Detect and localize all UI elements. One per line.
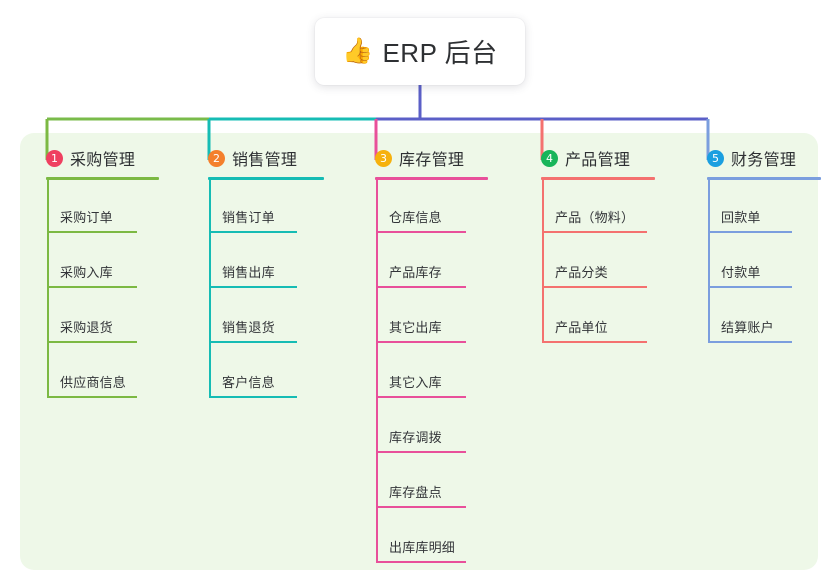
leaf-item-label: 出库库明细: [389, 540, 456, 555]
column-header-2[interactable]: 2 销售管理: [195, 146, 297, 170]
leaf-item-rule: [542, 231, 647, 233]
leaf-item-rule: [47, 341, 137, 343]
leaf-item-rule: [209, 286, 297, 288]
leaf-item-label: 供应商信息: [60, 375, 127, 390]
leaf-item-rule: [708, 286, 792, 288]
column-5: 5 财务管理回款单付款单结算账户: [694, 146, 821, 343]
column-rule-5: [707, 177, 821, 180]
leaf-item-label: 产品库存: [389, 265, 442, 280]
leaf-item-rule: [209, 396, 297, 398]
column-rule-1: [46, 177, 159, 180]
leaf-item-label: 其它入库: [389, 375, 442, 390]
leaf-item-label: 库存调拨: [389, 430, 442, 445]
column-title-1: 采购管理: [70, 152, 136, 169]
leaf-item-label: 结算账户: [721, 320, 774, 335]
leaf-item-rule: [209, 341, 297, 343]
column-title-5: 财务管理: [731, 152, 797, 169]
leaf-item-label: 产品单位: [555, 320, 608, 335]
column-badge-5: 5: [707, 149, 724, 167]
column-badge-4: 4: [541, 149, 558, 167]
column-title-2: 销售管理: [232, 152, 298, 169]
root-node[interactable]: 👍 ERP 后台: [315, 18, 525, 85]
column-header-5[interactable]: 5 财务管理: [694, 146, 796, 170]
leaf-item-label: 回款单: [721, 210, 761, 225]
column-2: 2 销售管理销售订单销售出库销售退货客户信息: [195, 146, 324, 398]
column-1: 1 采购管理采购订单采购入库采购退货供应商信息: [33, 146, 159, 398]
column-header-3[interactable]: 3 库存管理: [362, 146, 464, 170]
column-rule-2: [208, 177, 324, 180]
leaf-item-rule: [708, 231, 792, 233]
root-node-title: ERP 后台: [382, 38, 498, 68]
leaf-item-label: 销售订单: [222, 210, 275, 225]
column-badge-1: 1: [46, 149, 63, 167]
column-rule-4: [541, 177, 655, 180]
leaf-item-rule: [542, 286, 647, 288]
leaf-item-label: 其它出库: [389, 320, 442, 335]
leaf-item-label: 采购入库: [60, 265, 113, 280]
column-spine-4: [542, 177, 544, 343]
column-title-4: 产品管理: [565, 152, 631, 169]
leaf-item-rule: [376, 341, 466, 343]
leaf-item-rule: [376, 451, 466, 453]
leaf-item-rule: [376, 231, 466, 233]
leaf-item-rule: [47, 286, 137, 288]
leaf-item-label: 销售退货: [222, 320, 275, 335]
column-header-4[interactable]: 4 产品管理: [528, 146, 630, 170]
leaf-item-rule: [209, 231, 297, 233]
leaf-item-label: 付款单: [721, 265, 761, 280]
leaf-item-label: 产品分类: [555, 265, 608, 280]
root-node-content: 👍 ERP 后台: [342, 33, 497, 70]
column-title-3: 库存管理: [399, 152, 465, 169]
leaf-item-rule: [376, 286, 466, 288]
column-3: 3 库存管理仓库信息产品库存其它出库其它入库库存调拨库存盘点出库库明细: [362, 146, 488, 563]
leaf-item-rule: [376, 561, 466, 563]
content-panel: [20, 133, 818, 570]
leaf-item-rule: [542, 341, 647, 343]
leaf-item-label: 产品（物料）: [555, 210, 635, 225]
leaf-item-rule: [708, 341, 792, 343]
leaf-item-label: 仓库信息: [389, 210, 442, 225]
leaf-item-rule: [47, 396, 137, 398]
column-spine-5: [708, 177, 710, 343]
leaf-item-label: 销售出库: [222, 265, 275, 280]
leaf-item-label: 客户信息: [222, 375, 275, 390]
column-header-1[interactable]: 1 采购管理: [33, 146, 135, 170]
column-4: 4 产品管理产品（物料） 产品分类产品单位: [528, 146, 655, 343]
leaf-item-label: 采购订单: [60, 210, 113, 225]
column-badge-3: 3: [375, 149, 392, 167]
thumbs-up-icon: 👍: [342, 37, 374, 65]
leaf-item-rule: [376, 506, 466, 508]
leaf-item-label: 采购退货: [60, 320, 113, 335]
leaf-item-rule: [376, 396, 466, 398]
column-badge-2: 2: [208, 149, 225, 167]
column-spine-3: [376, 177, 378, 563]
column-rule-3: [375, 177, 488, 180]
leaf-item-rule: [47, 231, 137, 233]
leaf-item-label: 库存盘点: [389, 485, 442, 500]
